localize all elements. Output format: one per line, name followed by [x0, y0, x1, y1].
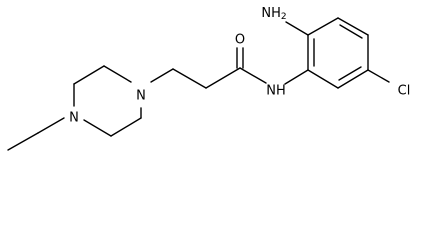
bond-ring-c6-n1 [103, 65, 132, 83]
amino-subscript-text: 2 [281, 12, 287, 22]
bond-aryl-amino [285, 21, 309, 36]
bond-nh-aryl [284, 69, 309, 85]
bond-ethyl-ch3-ch2 [7, 132, 39, 151]
bond-n1-ch2 [150, 68, 174, 83]
atom-label-carbonyl-oxygen: O [235, 33, 245, 48]
atom-label-chlorine: Cl [398, 84, 411, 99]
structure-canvas: NH2 O NH Cl N N [7, 6, 411, 151]
bond-ethyl-ch2-n4 [37, 117, 65, 134]
bond-aryl-inner-3 [338, 66, 362, 81]
atom-label-amide-nh: NH [266, 84, 286, 99]
bond-ch2-carbonyl [205, 67, 241, 89]
bond-ch2-ch2 [172, 68, 207, 89]
bond-ring-c5-c6 [73, 65, 105, 85]
bond-aryl-c5-c6 [337, 69, 369, 89]
bond-aryl-c2-c3 [307, 17, 339, 36]
amino-main-text: NH [261, 6, 281, 21]
atom-label-piperazine-n1: N [136, 89, 146, 104]
bond-carbonyl-nh [239, 67, 267, 84]
atom-label-amino: NH2 [261, 6, 286, 23]
atom-label-piperazine-n4: N [69, 111, 79, 126]
molecule-drawing: NH2 O NH Cl N N [7, 6, 411, 151]
bond-ring-c2-c3 [110, 117, 142, 137]
bond-aryl-inner-2 [339, 24, 363, 39]
bond-aryl-chlorine [367, 69, 390, 83]
bond-ring-c3-n4 [83, 119, 112, 137]
bond-aryl-c3-c4 [337, 17, 369, 36]
bond-aryl-c6-c1 [307, 69, 339, 89]
